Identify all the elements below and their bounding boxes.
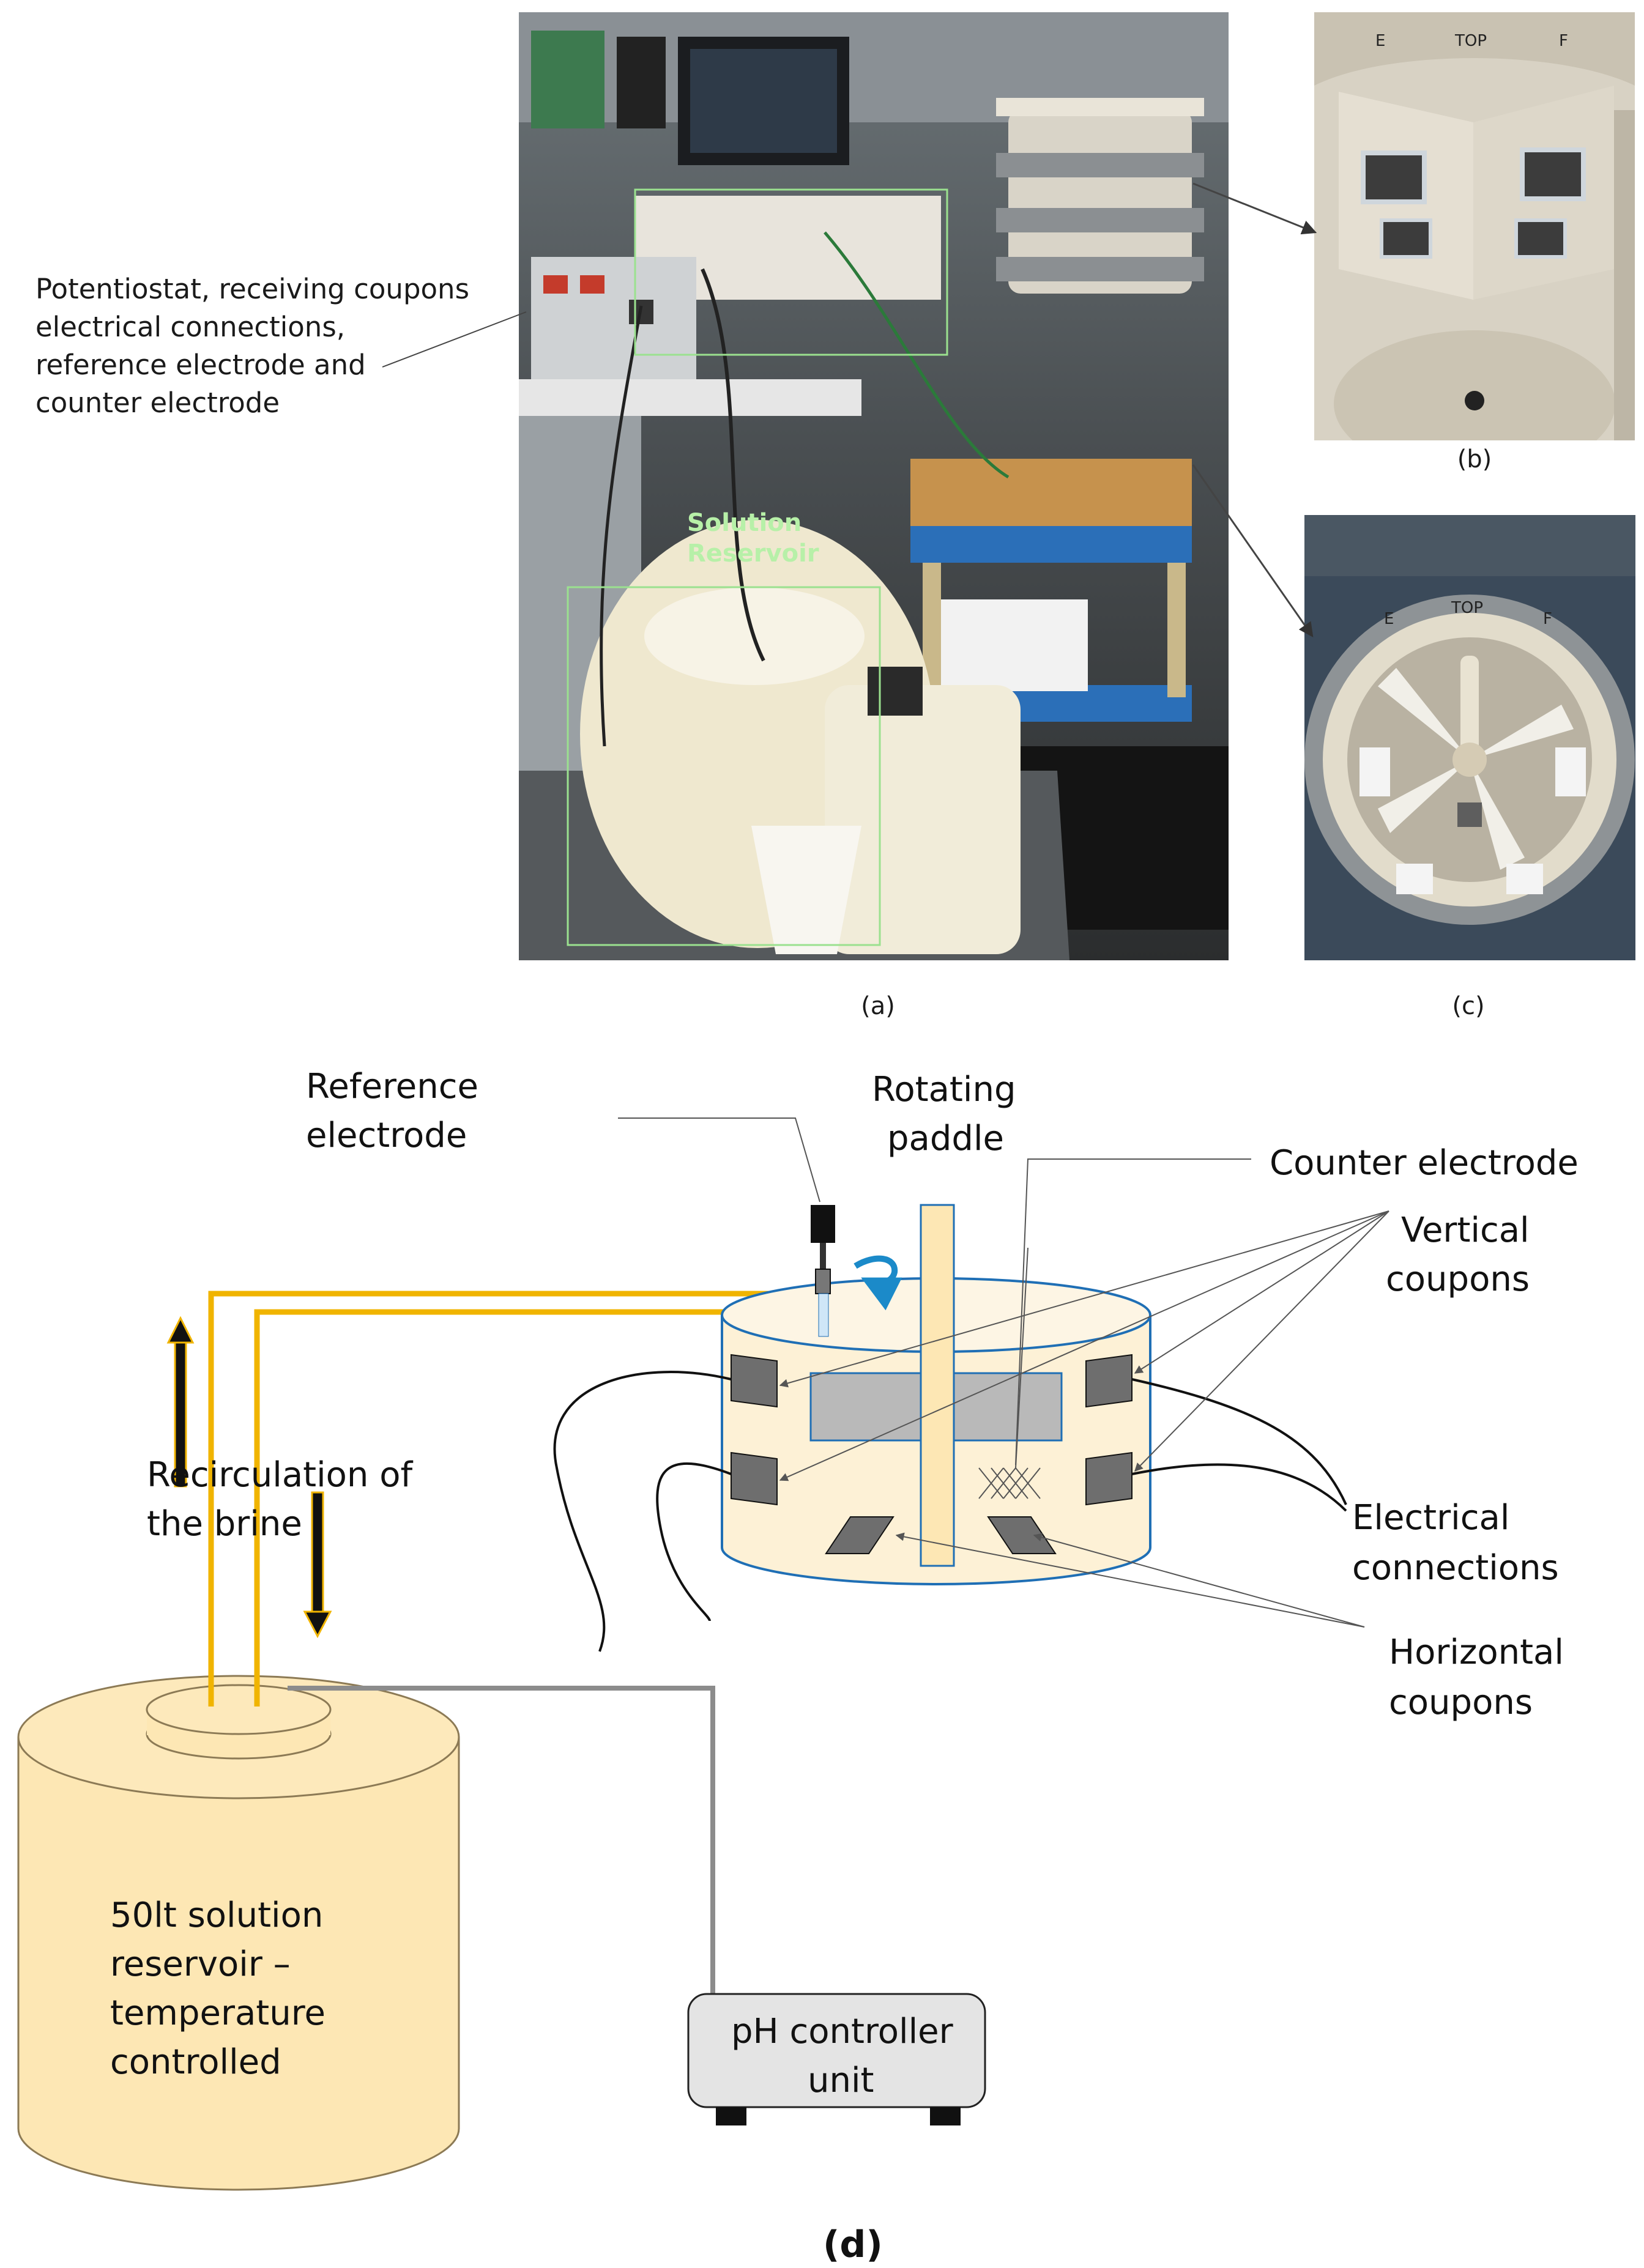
photo-b-illustration: E TOP F xyxy=(1314,12,1635,440)
counter-electrode-label: Counter electrode xyxy=(1270,1143,1579,1183)
reservoir-label-line3: temperature xyxy=(110,1993,325,2033)
potentiostat-label-line4: counter electrode xyxy=(35,387,280,419)
recirculation-label-line2: the brine xyxy=(147,1504,302,1544)
paddle-shaft xyxy=(920,1204,955,1567)
photo-c-mark-top: TOP xyxy=(1451,599,1483,617)
recirculation-label-line1: Recirculation of xyxy=(147,1455,413,1495)
horizontal-coupons-label-line2: coupons xyxy=(1389,1683,1533,1722)
vertical-coupons-label-line1: Vertical xyxy=(1401,1210,1530,1250)
rotating-paddle-label-line1: Rotating xyxy=(872,1070,1016,1110)
photo-b-mark-top: TOP xyxy=(1454,32,1487,50)
recirculation-up-arrow xyxy=(166,1316,195,1488)
horizontal-coupons-label-line1: Horizontal xyxy=(1389,1632,1564,1672)
potentiostat-leader-line xyxy=(382,311,527,368)
ph-controller-label-line2: unit xyxy=(808,2061,874,2100)
reference-electrode-probe xyxy=(811,1205,835,1337)
rotation-arrow-icon xyxy=(854,1255,902,1311)
reference-electrode-label-line1: Reference xyxy=(306,1067,478,1106)
photo-callouts xyxy=(382,182,1317,637)
reference-electrode-label-line2: electrode xyxy=(306,1116,467,1155)
diagram-d-schematic: Reference electrode Rotating paddle Coun… xyxy=(17,1067,1579,2266)
solution-reservoir-line1: Solution xyxy=(687,509,802,537)
caption-a: (a) xyxy=(861,992,895,1020)
photo-c-mark-e: E xyxy=(1384,610,1394,628)
reservoir-label-line1: 50lt solution xyxy=(110,1896,323,1935)
callout-arrow-to-b xyxy=(1192,182,1317,235)
reservoir-cylinder xyxy=(17,1675,460,2191)
photo-a-illustration xyxy=(519,12,1229,960)
counter-electrode-mesh xyxy=(978,1247,1041,1499)
reservoir-label-line4: controlled xyxy=(110,2042,281,2082)
potentiostat-label-line2: electrical connections, xyxy=(35,311,346,343)
caption-b: (b) xyxy=(1457,445,1492,473)
ph-control-line xyxy=(288,1686,715,2092)
recirculation-down-arrow xyxy=(303,1491,332,1639)
vertical-coupon-arrows xyxy=(779,1210,1389,1481)
horizontal-coupon-arrows xyxy=(895,1532,1365,1628)
potentiostat-label: Potentiostat, receiving coupons electric… xyxy=(35,270,500,422)
photo-c-vessel-top-view: E TOP F xyxy=(1304,515,1635,960)
horizontal-coupons xyxy=(825,1516,1057,1554)
rotating-paddle-label-line2: paddle xyxy=(887,1119,1004,1158)
ph-controller-label-line1: pH controller xyxy=(731,2012,954,2051)
photo-b-mark-e: E xyxy=(1375,32,1385,50)
photo-a-lab-setup: Solution Reservoir xyxy=(519,12,1229,960)
ph-controller-unit xyxy=(687,1993,986,2125)
potentiostat-label-line3: reference electrode and xyxy=(35,349,366,381)
solution-reservoir-line2: Reservoir xyxy=(687,539,819,568)
reservoir-label-line2: reservoir – xyxy=(110,1944,291,1984)
callout-lines xyxy=(618,1117,1251,1466)
vertical-coupons xyxy=(731,1354,1133,1506)
caption-c: (c) xyxy=(1452,992,1485,1020)
caption-d: (d) xyxy=(823,2223,883,2266)
solution-reservoir-label: Solution Reservoir xyxy=(687,508,819,569)
electrical-wires xyxy=(553,1371,1347,1652)
brine-pipe-inner xyxy=(254,1309,783,1707)
electrical-connections-label-line2: connections xyxy=(1352,1548,1559,1588)
photo-c-illustration: E TOP F xyxy=(1304,515,1635,960)
callout-arrow-to-c xyxy=(1192,464,1314,637)
photo-b-vessel-interior: E TOP F xyxy=(1314,12,1635,440)
vertical-coupons-label-line2: coupons xyxy=(1386,1259,1530,1299)
photo-c-mark-f: F xyxy=(1543,610,1552,628)
potentiostat-label-line1: Potentiostat, receiving coupons xyxy=(35,273,470,305)
photo-b-mark-f: F xyxy=(1559,32,1568,50)
electrical-connections-label-line1: Electrical xyxy=(1352,1498,1509,1538)
brine-pipe-outer xyxy=(208,1291,802,1707)
